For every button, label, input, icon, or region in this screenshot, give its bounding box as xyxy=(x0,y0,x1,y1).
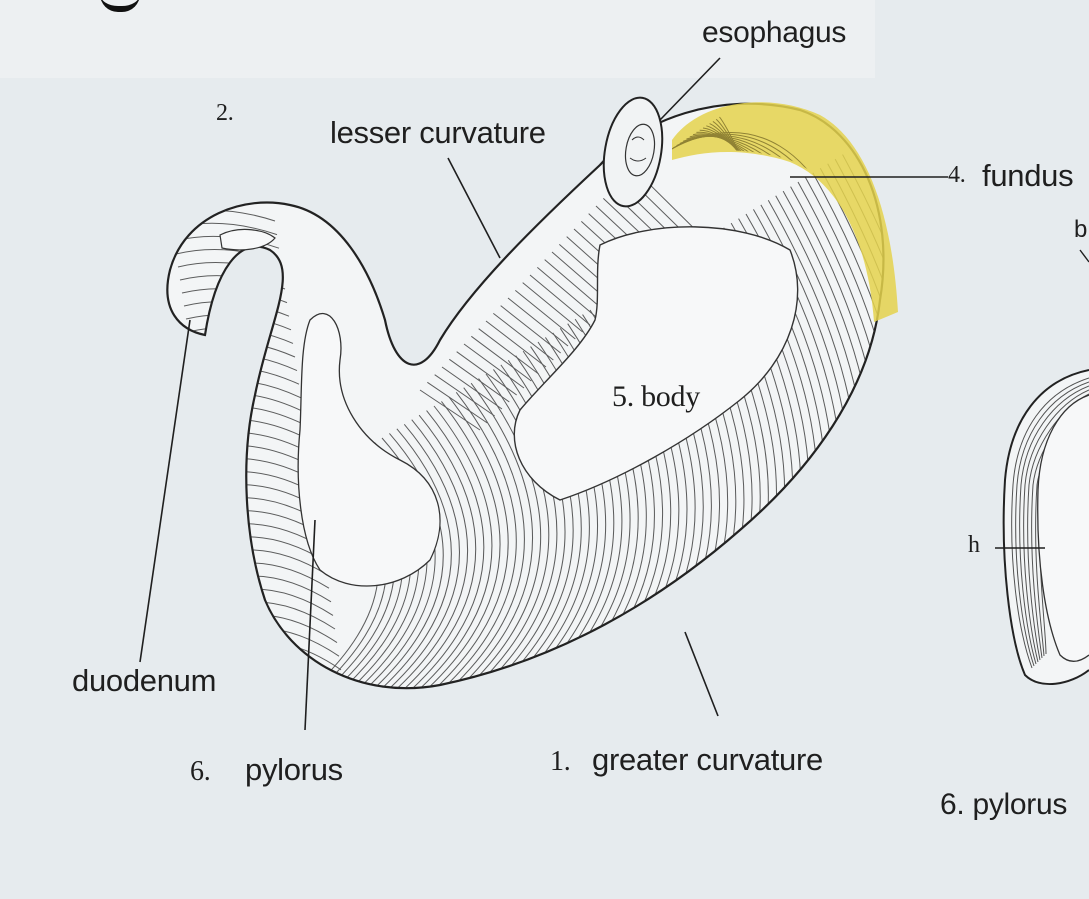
label-fundus: fundus xyxy=(982,158,1074,193)
leader-b xyxy=(1079,249,1089,263)
label-greater-number: 1. xyxy=(550,746,571,777)
label-lesser-curvature: lesser curvature xyxy=(330,115,546,150)
label-fundus-number: 4. xyxy=(948,162,966,188)
leader-greater-curvature xyxy=(684,631,719,717)
leader-duodenum xyxy=(139,319,191,663)
label-body: 5. body xyxy=(612,380,700,413)
label-pylorus: pylorus xyxy=(245,752,343,787)
leader-lesser-curvature xyxy=(447,157,501,259)
esophagus-stump xyxy=(602,96,664,208)
leader-esophagus xyxy=(659,57,721,121)
label-right-h: h xyxy=(968,532,980,558)
stomach-outline xyxy=(166,102,885,690)
label-right-b: b xyxy=(1074,216,1088,243)
leader-pylorus xyxy=(304,519,316,731)
label-duodenum: duodenum xyxy=(72,663,217,698)
label-number-2: 2. xyxy=(216,100,234,126)
label-pylorus-number: 6. xyxy=(190,756,211,787)
fundus-highlight xyxy=(672,102,898,322)
label-greater-curvature: greater curvature xyxy=(592,742,823,777)
label-esophagus: esophagus xyxy=(702,16,847,49)
top-band xyxy=(0,0,875,78)
label-right-pylorus: 6. pylorus xyxy=(940,788,1068,821)
mucosa-opening xyxy=(513,226,799,501)
pyloric-opening xyxy=(297,312,441,587)
title-fragment xyxy=(100,0,140,12)
